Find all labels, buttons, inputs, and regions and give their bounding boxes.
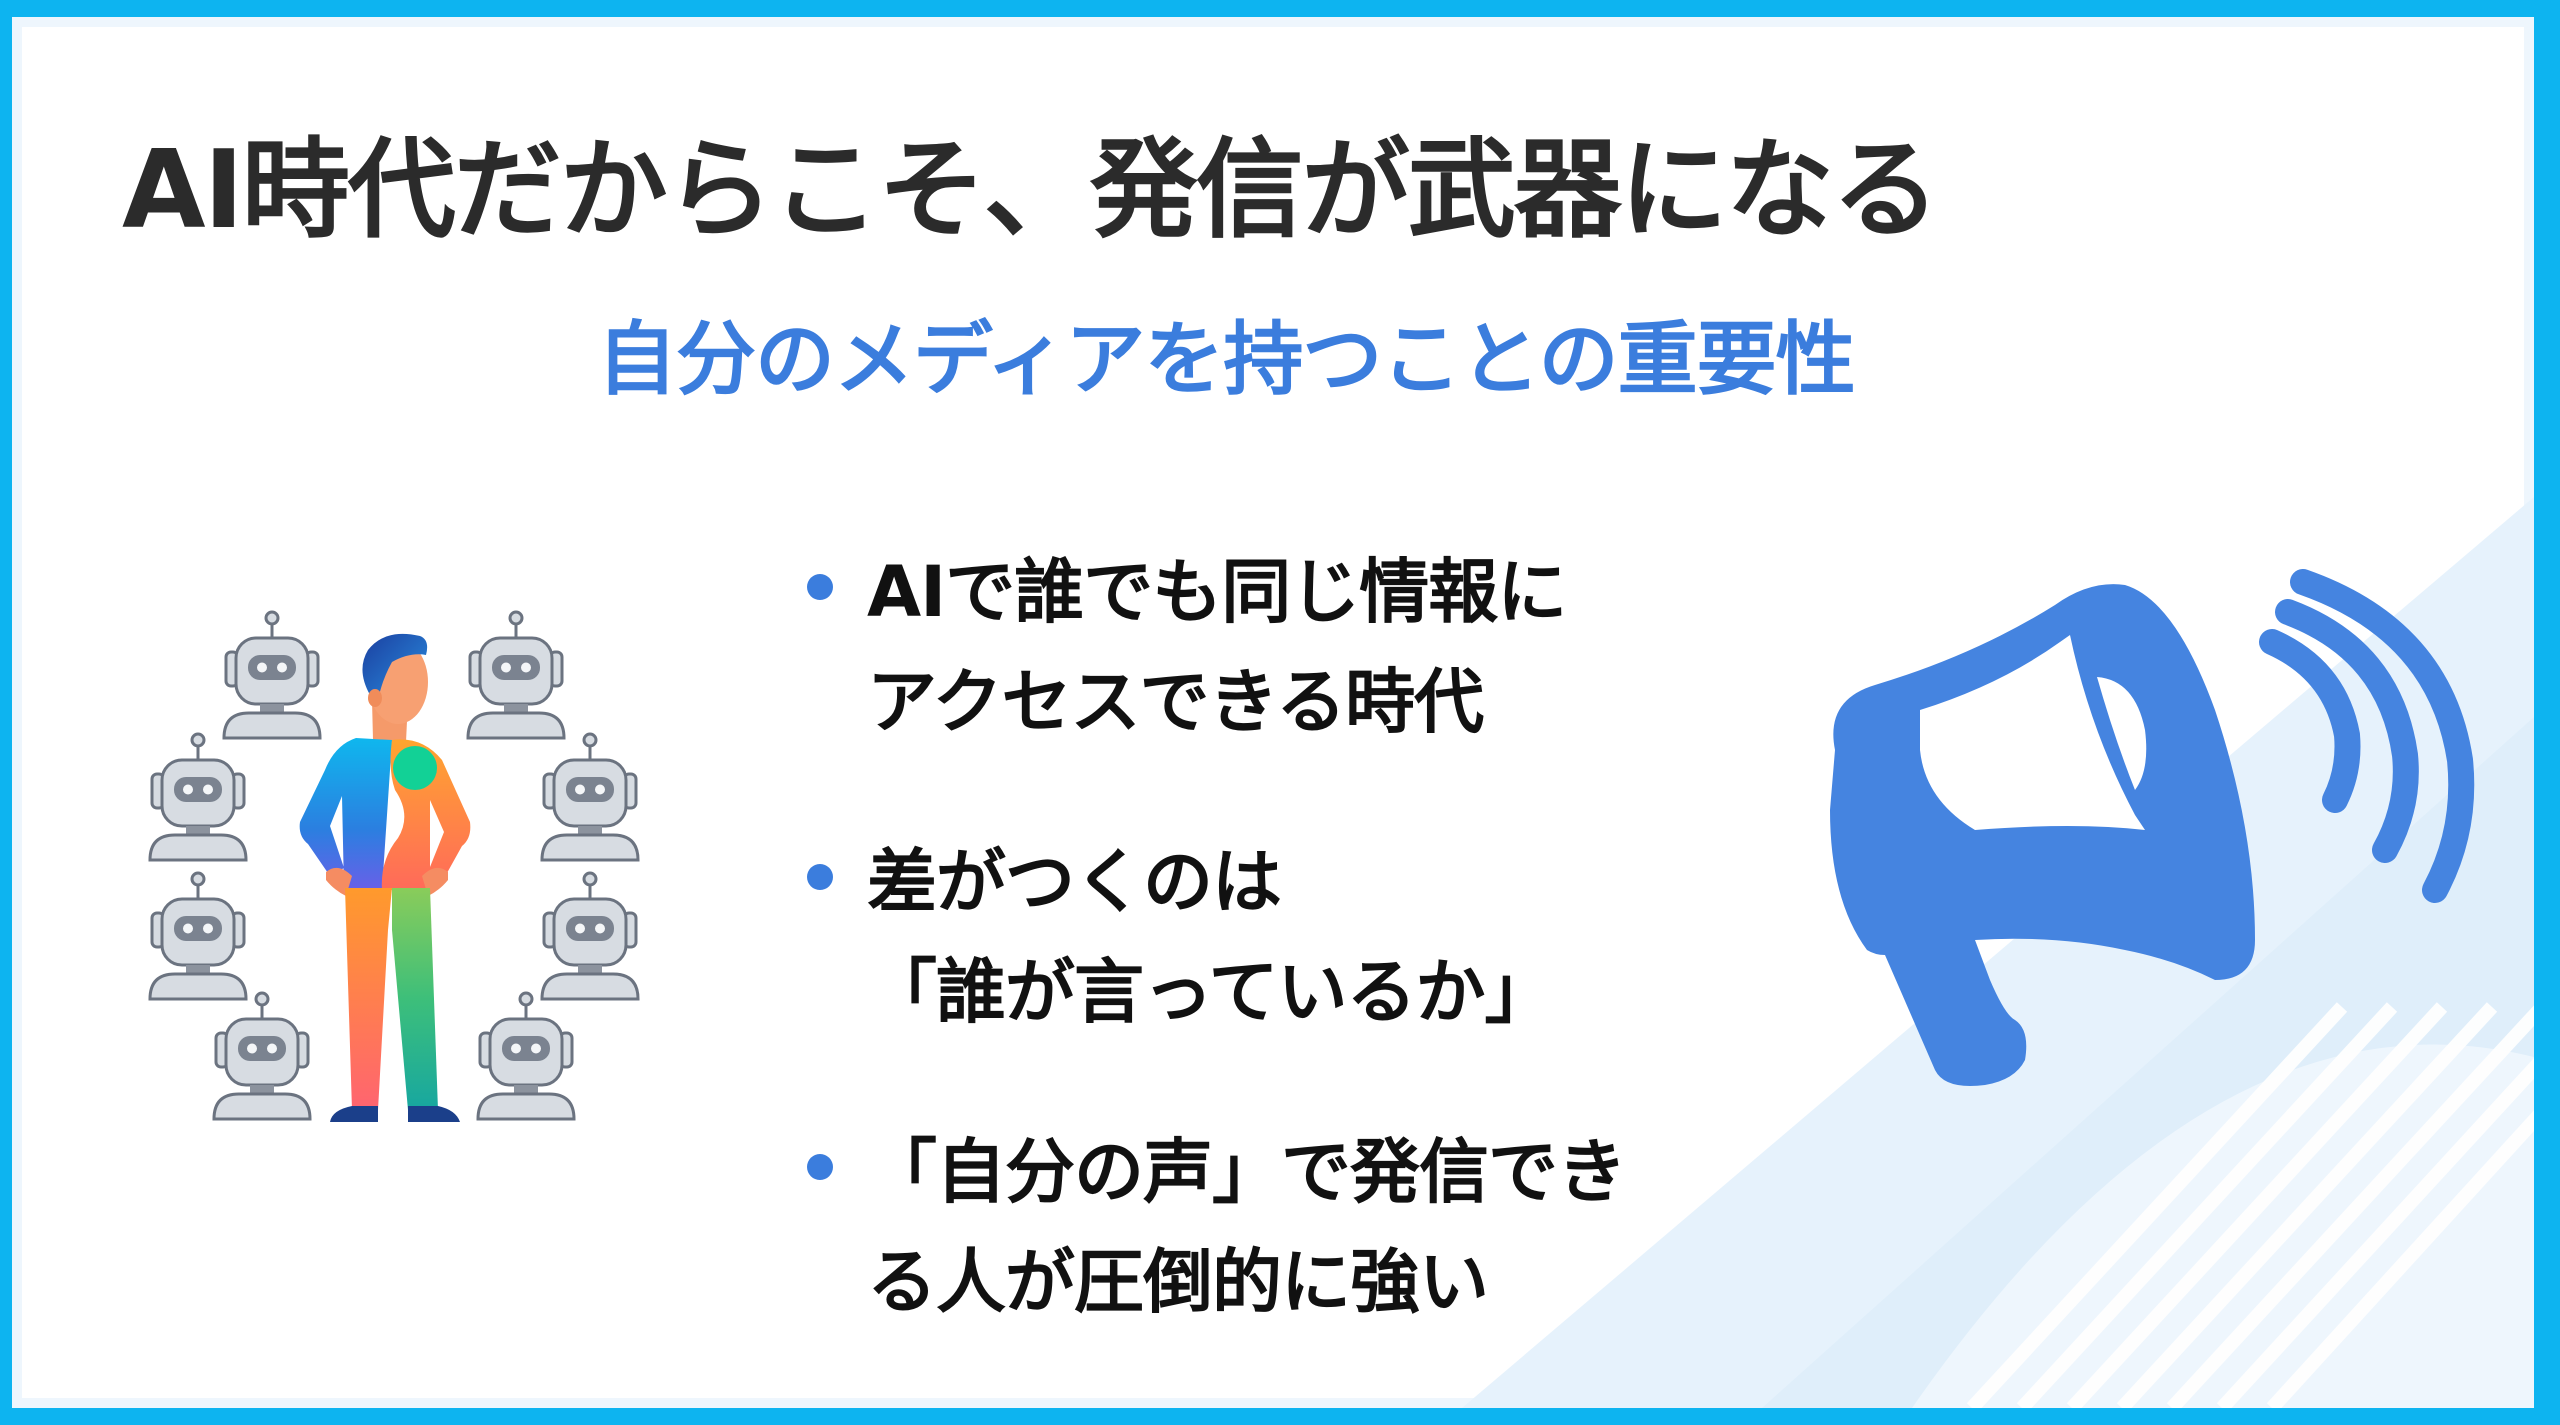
bullet-text-line: アクセスできる時代: [867, 661, 1484, 743]
slide-subtitle: 自分のメディアを持つことの重要性: [597, 313, 1856, 406]
person-robots-illustration: [148, 610, 640, 1122]
slide: AI時代だからこそ、発信が武器になる 自分のメディアを持つことの重要性: [12, 17, 2534, 1408]
bullet-dot-icon: [807, 864, 833, 890]
bullet-text-line: AIで誰でも同じ情報に: [867, 551, 1567, 633]
robot-icon: [476, 991, 576, 1121]
robot-icon: [540, 732, 640, 862]
bullet-text-line: 「自分の声」で発信でき: [867, 1131, 1627, 1213]
robot-icon: [222, 610, 322, 740]
robot-icon: [148, 871, 248, 1001]
bullet-list: AIで誰でも同じ情報に アクセスできる時代 差がつくのは 「誰が言っているか」 …: [797, 537, 1797, 1407]
bullet-dot-icon: [807, 1154, 833, 1180]
robot-icon: [212, 991, 312, 1121]
background-decoration: [1462, 497, 2534, 1408]
bullet-text-line: 「誰が言っているか」: [867, 951, 1555, 1033]
robot-icon: [540, 871, 640, 1001]
slide-title: AI時代だからこそ、発信が武器になる: [122, 128, 1940, 253]
robot-icon: [466, 610, 566, 740]
robot-icon: [148, 732, 248, 862]
bullet-text-line: 差がつくのは: [867, 841, 1282, 923]
bullet-dot-icon: [807, 574, 833, 600]
bullet-item: AIで誰でも同じ情報に アクセスできる時代: [797, 537, 1797, 757]
megaphone-icon: [1830, 569, 2475, 1086]
person-figure: [299, 633, 471, 1122]
bullet-text-line: る人が圧倒的に強い: [867, 1241, 1489, 1323]
bullet-item: 「自分の声」で発信でき る人が圧倒的に強い: [797, 1117, 1797, 1337]
bullet-item: 差がつくのは 「誰が言っているか」: [797, 827, 1797, 1047]
